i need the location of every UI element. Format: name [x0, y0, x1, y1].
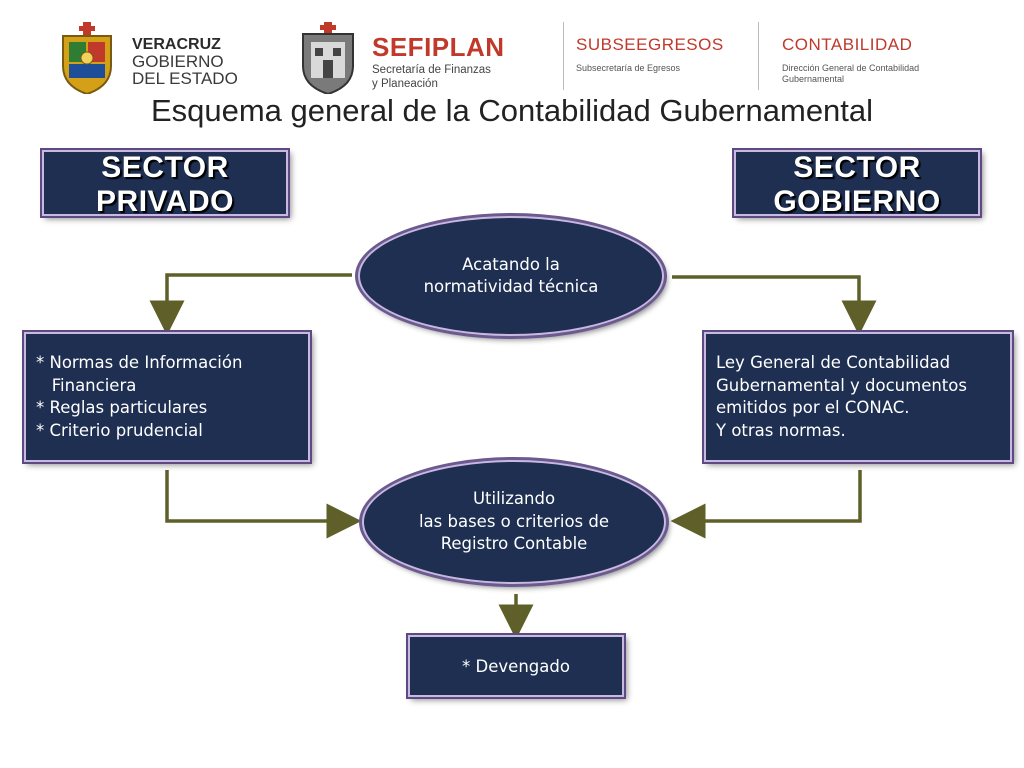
sector-gobierno-box: SECTOR GOBIERNO: [734, 150, 980, 218]
government-norms-box: Ley General de Contabilidad Gubernamenta…: [704, 332, 1012, 462]
devengado-text: * Devengado: [462, 656, 570, 676]
header-divider: [758, 22, 759, 90]
veracruz-crest-logo: [62, 22, 112, 94]
ellipse-bottom-line1: Utilizando: [472, 489, 556, 509]
contabilidad-subtitle-1: Dirección General de Contabilidad: [782, 63, 920, 73]
government-norms-line4: Y otras normas.: [716, 420, 846, 440]
sector-gobierno-line2: GOBIERNO: [773, 185, 941, 218]
ellipse-top-line2: normatividad técnica: [423, 277, 599, 296]
private-norms-line4: * Criterio prudencial: [36, 420, 203, 440]
contabilidad-subtitle-2: Gubernamental: [782, 74, 845, 84]
private-norms-line3: * Reglas particulares: [36, 398, 208, 417]
contabilidad-name: CONTABILIDAD: [782, 35, 913, 54]
sefiplan-logo-text: SEFIPLAN Secretaría de Finanzas y Planea…: [372, 32, 505, 91]
veracruz-line3: DEL ESTADO: [132, 69, 238, 88]
subseegresos-name: SUBSEEGRESOS: [576, 35, 724, 54]
government-norms-line1: Ley General de Contabilidad: [716, 353, 951, 372]
arrow-left-box-to-bottom: [165, 470, 362, 539]
veracruz-line2: GOBIERNO: [132, 52, 224, 71]
contabilidad-logo-text: CONTABILIDAD Dirección General de Contab…: [782, 35, 919, 85]
arrow-right-box-to-bottom: [670, 470, 862, 539]
ellipse-top-line1: Acatando la: [462, 254, 560, 274]
private-norms-line1: * Normas de Información: [36, 353, 243, 372]
ellipse-utilizando: Utilizando las bases o criterios de Regi…: [362, 460, 666, 584]
sector-privado-line2: PRIVADO: [96, 185, 234, 218]
veracruz-logo-text: VERACRUZ GOBIERNO DEL ESTADO: [132, 36, 238, 87]
sector-privado-box: SECTOR PRIVADO: [42, 150, 288, 218]
page-title: Esquema general de la Contabilidad Guber…: [150, 93, 874, 128]
devengado-box: * Devengado: [408, 635, 624, 697]
arrow-top-to-left-box: [149, 273, 352, 336]
ellipse-bottom-line3: Registro Contable: [440, 534, 588, 554]
ellipse-acatando: Acatando la normatividad técnica: [358, 216, 664, 336]
subseegresos-subtitle: Subsecretaría de Egresos: [576, 63, 681, 73]
private-norms-line2: Financiera: [36, 375, 137, 395]
subseegresos-logo-text: SUBSEEGRESOS Subsecretaría de Egresos: [576, 35, 724, 74]
government-norms-line3: emitidos por el CONAC.: [716, 398, 910, 417]
sefiplan-name: SEFIPLAN: [372, 32, 505, 62]
private-norms-box: * Normas de Información Financiera * Reg…: [24, 332, 310, 462]
header-divider: [563, 22, 564, 90]
sector-gobierno-line1: SECTOR: [793, 151, 921, 184]
sector-privado-line1: SECTOR: [101, 151, 229, 184]
veracruz-line1: VERACRUZ: [132, 36, 221, 53]
sefiplan-subtitle-1: Secretaría de Finanzas: [372, 64, 491, 76]
government-norms-line2: Gubernamental y documentos: [716, 375, 967, 395]
sefiplan-crest-logo: [302, 22, 354, 94]
ellipse-bottom-line2: las bases o criterios de: [418, 511, 610, 531]
sefiplan-subtitle-2: y Planeación: [372, 78, 438, 90]
arrow-top-to-right-box: [672, 275, 877, 336]
